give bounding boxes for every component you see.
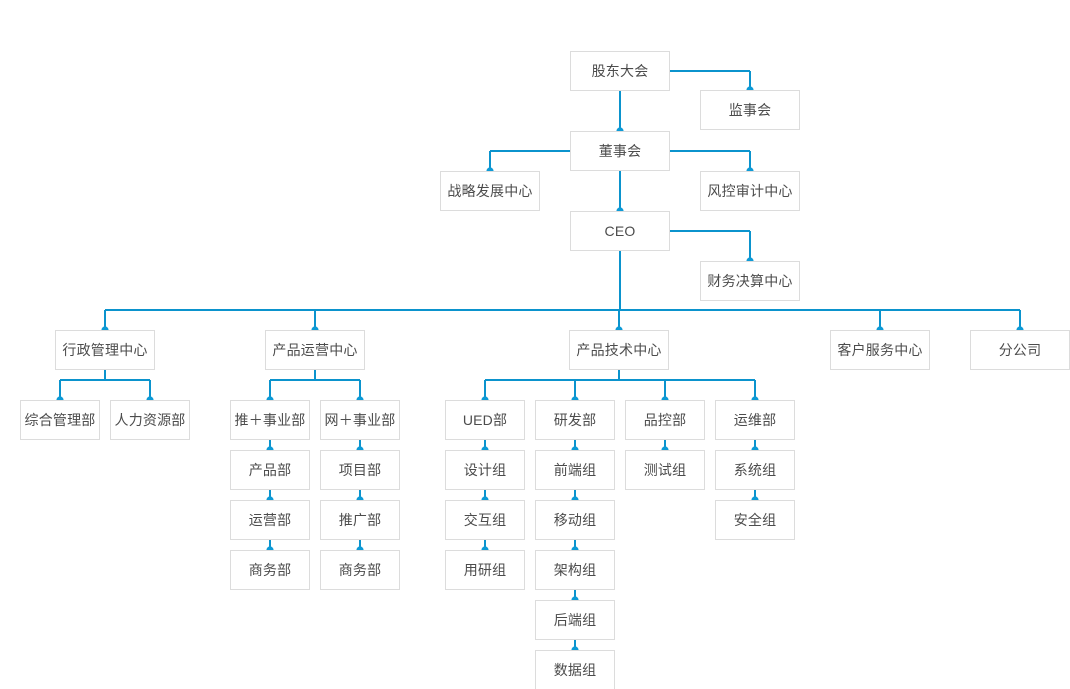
org-node[interactable]: 数据组	[535, 650, 615, 689]
org-node[interactable]: 运维部	[715, 400, 795, 440]
org-node-label: 综合管理部	[24, 412, 96, 428]
org-node-label: 网＋事业部	[324, 412, 396, 428]
org-node[interactable]: 设计组	[445, 450, 525, 490]
org-node[interactable]: 产品技术中心	[569, 330, 669, 370]
org-node[interactable]: 系统组	[715, 450, 795, 490]
org-node[interactable]: 测试组	[625, 450, 705, 490]
org-node[interactable]: 交互组	[445, 500, 525, 540]
org-node[interactable]: 网＋事业部	[320, 400, 400, 440]
org-node-label: 运维部	[733, 412, 777, 428]
org-node[interactable]: 产品部	[230, 450, 310, 490]
org-node-label: 分公司	[998, 342, 1042, 358]
org-node[interactable]: 战略发展中心	[440, 171, 540, 211]
org-node[interactable]: 推＋事业部	[230, 400, 310, 440]
org-node[interactable]: 行政管理中心	[55, 330, 155, 370]
org-node[interactable]: 客户服务中心	[830, 330, 930, 370]
org-node[interactable]: 风控审计中心	[700, 171, 800, 211]
org-node-label: 商务部	[248, 562, 292, 578]
org-node-label: 前端组	[553, 462, 597, 478]
org-node-label: 系统组	[733, 462, 777, 478]
org-node[interactable]: 研发部	[535, 400, 615, 440]
org-node-label: 推广部	[338, 512, 382, 528]
org-node[interactable]: UED部	[445, 400, 525, 440]
org-node[interactable]: CEO	[570, 211, 670, 251]
org-node-label: 风控审计中心	[707, 183, 793, 199]
org-node-label: CEO	[604, 223, 636, 239]
org-node-label: 交互组	[463, 512, 507, 528]
org-node[interactable]: 移动组	[535, 500, 615, 540]
org-node-label: 产品运营中心	[272, 342, 358, 358]
org-node[interactable]: 推广部	[320, 500, 400, 540]
org-node-label: 研发部	[553, 412, 597, 428]
org-node[interactable]: 前端组	[535, 450, 615, 490]
org-node-label: 财务决算中心	[707, 273, 793, 289]
org-node[interactable]: 产品运营中心	[265, 330, 365, 370]
org-node[interactable]: 财务决算中心	[700, 261, 800, 301]
org-node[interactable]: 股东大会	[570, 51, 670, 91]
org-node[interactable]: 分公司	[970, 330, 1070, 370]
org-node[interactable]: 商务部	[320, 550, 400, 590]
org-node[interactable]: 后端组	[535, 600, 615, 640]
org-node-label: 运营部	[248, 512, 292, 528]
org-node[interactable]: 综合管理部	[20, 400, 100, 440]
org-node-label: 产品技术中心	[576, 342, 662, 358]
org-node-label: 移动组	[553, 512, 597, 528]
org-node-label: 品控部	[643, 412, 687, 428]
org-node-label: 用研组	[463, 562, 507, 578]
org-node-label: 监事会	[728, 102, 772, 118]
org-node[interactable]: 董事会	[570, 131, 670, 171]
org-node[interactable]: 用研组	[445, 550, 525, 590]
org-node-label: 客户服务中心	[837, 342, 923, 358]
org-node-label: 股东大会	[591, 63, 649, 79]
org-node-label: 安全组	[733, 512, 777, 528]
org-node[interactable]: 监事会	[700, 90, 800, 130]
org-node-label: 战略发展中心	[447, 183, 533, 199]
org-node-label: 项目部	[338, 462, 382, 478]
org-node-label: 商务部	[338, 562, 382, 578]
org-node-label: 行政管理中心	[62, 342, 148, 358]
org-node[interactable]: 商务部	[230, 550, 310, 590]
org-node[interactable]: 人力资源部	[110, 400, 190, 440]
org-node[interactable]: 项目部	[320, 450, 400, 490]
org-node-label: UED部	[462, 412, 508, 428]
org-node-label: 架构组	[553, 562, 597, 578]
org-node[interactable]: 安全组	[715, 500, 795, 540]
org-node-label: 后端组	[553, 612, 597, 628]
org-node-label: 测试组	[643, 462, 687, 478]
org-node-label: 推＋事业部	[234, 412, 306, 428]
org-node-label: 董事会	[598, 143, 642, 159]
org-node[interactable]: 运营部	[230, 500, 310, 540]
org-node-label: 产品部	[248, 462, 292, 478]
org-node-label: 数据组	[553, 662, 597, 678]
org-node-label: 设计组	[463, 462, 507, 478]
org-node[interactable]: 品控部	[625, 400, 705, 440]
org-node-label: 人力资源部	[114, 412, 186, 428]
org-node[interactable]: 架构组	[535, 550, 615, 590]
